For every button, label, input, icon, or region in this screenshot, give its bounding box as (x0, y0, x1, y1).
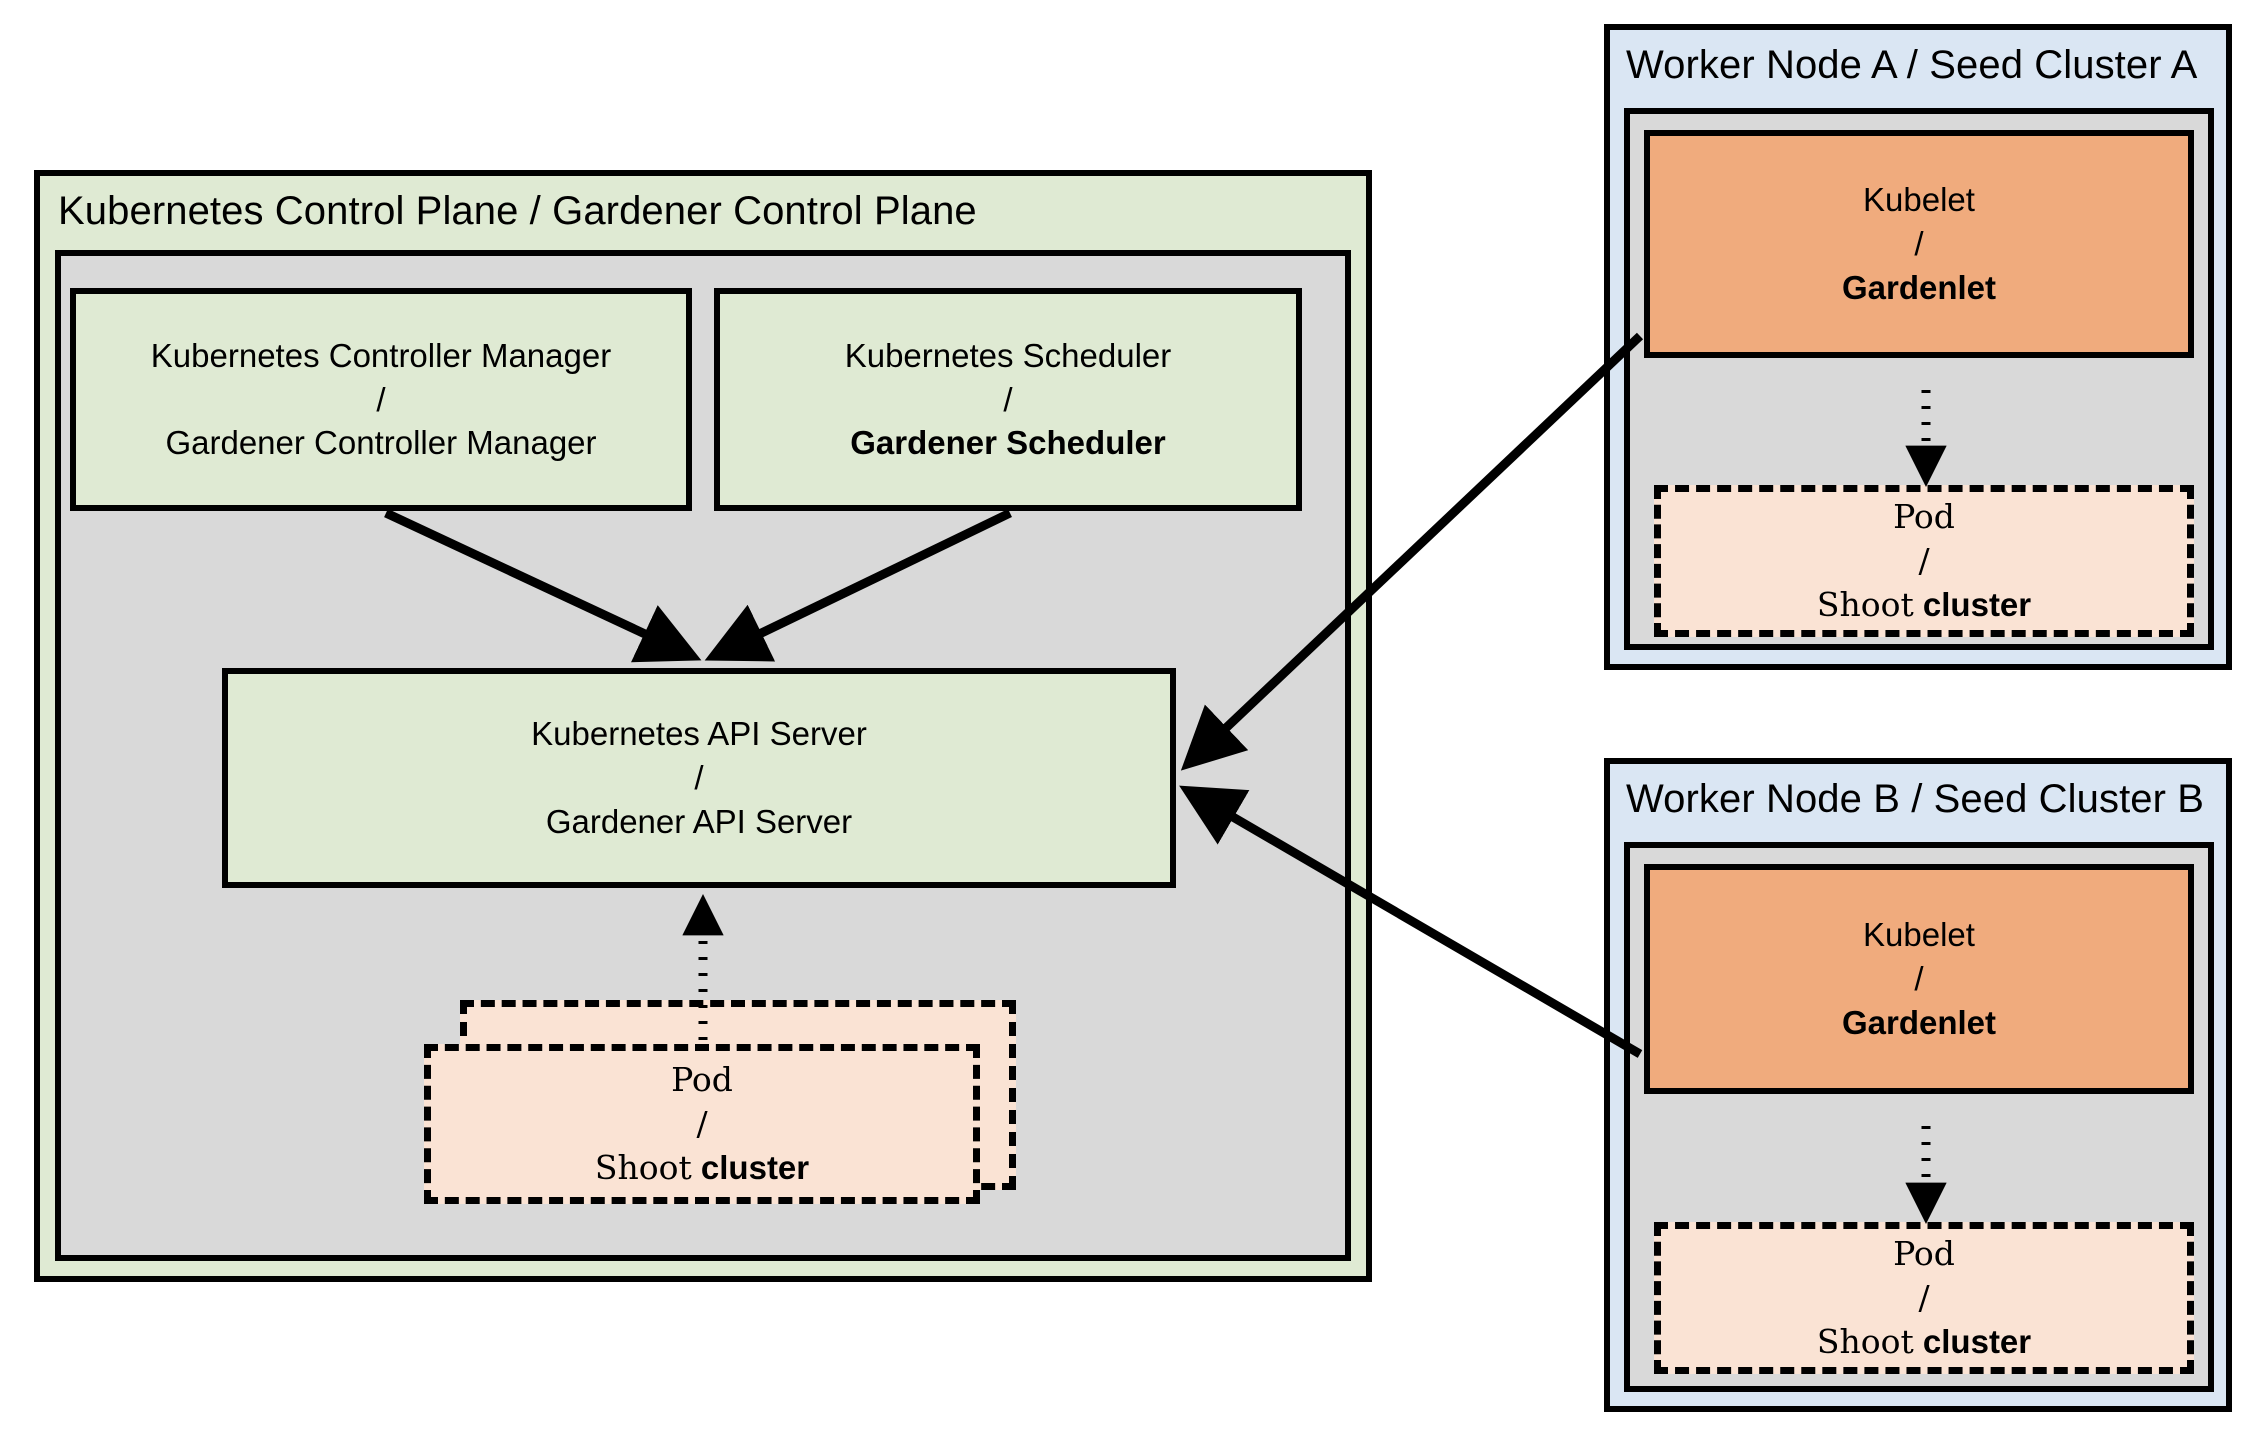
api-server-separator: / (694, 759, 704, 797)
control-plane-title: Kubernetes Control Plane / Gardener Cont… (58, 189, 977, 233)
seed-a-pod-line1: Pod (1893, 497, 1955, 537)
gardenlet-b-line1: Kubelet (1863, 916, 1975, 954)
gardenlet-b-box: Kubelet / Gardenlet (1644, 864, 2194, 1094)
seed-b-pod-line2: Shoot cluster (1817, 1320, 2031, 1364)
seed-b-pod-line1: Pod (1893, 1234, 1955, 1274)
seed-b-pod-shoot: Shoot (1816, 1321, 1914, 1361)
seed-cluster-a-title: Worker Node A / Seed Cluster A (1626, 43, 2198, 87)
gardenlet-a-box: Kubelet / Gardenlet (1644, 130, 2194, 358)
seed-a-pod-cluster: cluster (1922, 585, 2032, 623)
gardenlet-a-line2: Gardenlet (1841, 268, 1997, 306)
controller-manager-line1: Kubernetes Controller Manager (150, 336, 612, 374)
gardenlet-b-separator: / (1914, 960, 1924, 998)
control-plane-pod-line2: Shoot cluster (595, 1146, 809, 1190)
api-server-line2: Gardener API Server (545, 802, 853, 840)
seed-a-pod-separator: / (1918, 541, 1930, 581)
control-plane-pod-shoot: Shoot (594, 1147, 692, 1187)
kubernetes-controller-manager-box: Kubernetes Controller Manager / Gardener… (70, 288, 692, 511)
seed-b-pod-separator: / (1918, 1278, 1930, 1318)
scheduler-line1: Kubernetes Scheduler (844, 336, 1172, 374)
seed-b-pod-box: Pod / Shoot cluster (1654, 1222, 2194, 1374)
control-plane-pod-line1: Pod (671, 1060, 733, 1100)
control-plane-pod-box: Pod / Shoot cluster (424, 1044, 980, 1204)
seed-a-pod-box: Pod / Shoot cluster (1654, 485, 2194, 637)
gardenlet-a-line1: Kubelet (1863, 181, 1975, 219)
controller-manager-separator: / (376, 380, 386, 418)
scheduler-line2: Gardener Scheduler (850, 424, 1166, 462)
gardenlet-b-line2: Gardenlet (1841, 1003, 1997, 1041)
kubernetes-scheduler-box: Kubernetes Scheduler / Gardener Schedule… (714, 288, 1302, 511)
control-plane-pod-separator: / (696, 1104, 708, 1144)
kubernetes-api-server-box: Kubernetes API Server / Gardener API Ser… (222, 668, 1176, 888)
gardenlet-a-separator: / (1914, 225, 1924, 263)
controller-manager-line2: Gardener Controller Manager (165, 424, 597, 462)
scheduler-separator: / (1003, 380, 1013, 418)
seed-a-pod-shoot: Shoot (1816, 584, 1914, 624)
seed-cluster-b-title: Worker Node B / Seed Cluster B (1626, 777, 2205, 821)
control-plane-pod-cluster: cluster (700, 1148, 810, 1186)
seed-a-pod-line2: Shoot cluster (1817, 583, 2031, 627)
seed-b-pod-cluster: cluster (1922, 1322, 2032, 1360)
api-server-line1: Kubernetes API Server (531, 715, 867, 753)
